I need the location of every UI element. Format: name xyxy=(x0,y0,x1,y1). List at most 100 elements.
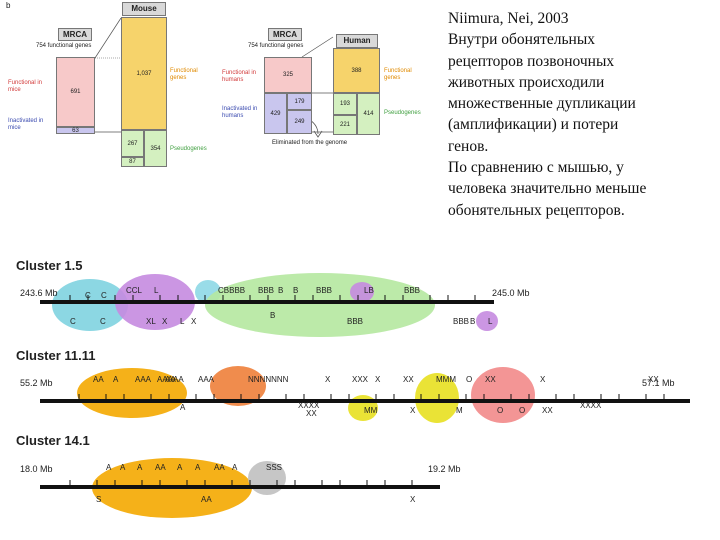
cluster-2-gene-label-bottom: XXXX xyxy=(580,401,602,410)
cluster-3-gene-label-top: AA xyxy=(155,463,166,472)
cluster-1-gene-label-bottom: XL xyxy=(146,317,156,326)
side-text-line: (амплификации) и потери xyxy=(448,116,619,134)
side-text-line: животных происходили xyxy=(448,73,605,91)
cluster-3-right-coordinate: 19.2 Mb xyxy=(428,464,461,474)
cluster-1-gene-label-top: BBB xyxy=(404,286,420,295)
human-inactivated-label: Inactivated in humans xyxy=(222,106,258,119)
cluster-2-gene-label-bottom: O xyxy=(519,406,525,415)
cluster-1-chromosome-line xyxy=(40,300,494,304)
mouse-mrca-subtitle: 754 functional genes xyxy=(36,43,92,49)
cluster-1-gene-label-bottom: BBB xyxy=(347,317,363,326)
mouse-pseudo-c: 87 xyxy=(121,157,144,167)
human-functional-label: Functional in humans xyxy=(222,70,257,83)
mouse-mrca-title: MRCA xyxy=(58,28,92,41)
mouse-functional-genes-label: Functional genes xyxy=(170,68,198,81)
cluster-1-gene-label-top: B xyxy=(293,286,298,295)
cluster-2-gene-label-top: X xyxy=(540,375,546,384)
cluster-1-gene-label-top: C xyxy=(101,291,107,300)
cluster-2-chromosome-line xyxy=(40,399,690,403)
cluster-2-gene-family-ellipse xyxy=(77,368,187,418)
cluster-2-gene-label-top: XX xyxy=(485,375,496,384)
cluster-2-gene-label-top: AA xyxy=(93,375,104,384)
cluster-3-gene-label-bottom: AA xyxy=(201,495,212,504)
human-pseudo-c: 221 xyxy=(333,115,357,135)
side-text-line: Niimura, Nei, 2003 xyxy=(448,10,569,27)
cluster-3-gene-label-top: SSS xyxy=(266,463,282,472)
human-inact-bottom: 249 xyxy=(287,110,312,134)
mouse-pseudogenes-label: Pseudogenes xyxy=(170,146,207,152)
human-inact-top: 179 xyxy=(287,93,312,110)
cluster-3-gene-label-top: A xyxy=(137,463,143,472)
side-text-block: Niimura, Nei, 2003 Внутри обонятельных р… xyxy=(448,8,716,221)
cluster-3-gene-label-top: AA xyxy=(214,463,225,472)
side-text-line: рецепторов позвоночных xyxy=(448,52,615,70)
cluster-2-gene-label-bottom: A xyxy=(180,403,186,412)
cluster-1-gene-label-bottom: L xyxy=(488,317,493,326)
mouse-pseudo-a: 267 xyxy=(121,130,144,157)
cluster-2-gene-label-top: XX xyxy=(648,375,659,384)
cluster-2-gene-label-top: AAAAA xyxy=(157,375,184,384)
cluster-1-right-coordinate: 245.0 Mb xyxy=(492,288,530,298)
cluster-3-chromosome-line xyxy=(40,485,440,489)
side-text-line: человека значительно меньше xyxy=(448,180,647,198)
side-text-line: Внутри обонятельных xyxy=(448,31,595,49)
cluster-2-gene-label-bottom: M xyxy=(456,406,463,415)
cluster-1-gene-family-ellipse xyxy=(476,311,498,331)
cluster-1-gene-label-top: B xyxy=(278,286,283,295)
cluster-2-gene-label-bottom: XXXX xyxy=(298,401,320,410)
cluster-2-title: Cluster 11.11 xyxy=(16,348,96,363)
mouse-species-functional: 1,037 xyxy=(121,17,167,130)
human-species-functional: 388 xyxy=(333,48,380,93)
mouse-connectors xyxy=(94,17,122,133)
human-pseudogenes-label: Pseudogenes xyxy=(384,110,421,116)
cluster-2-gene-family-ellipse xyxy=(471,367,535,423)
cluster-2-gene-label-top: XXX xyxy=(352,375,369,384)
cluster-2-gene-label-top: AAA xyxy=(135,375,152,384)
cluster-1-title: Cluster 1.5 xyxy=(16,258,82,273)
cluster-3-gene-label-top: A xyxy=(195,463,201,472)
cluster-1-gene-label-top: CBBBB xyxy=(218,286,245,295)
cluster-2-left-coordinate: 55.2 Mb xyxy=(20,378,53,388)
side-text-line: обонятельных рецепторов. xyxy=(448,201,625,219)
mouse-inactivated-label: Inactivated in mice xyxy=(8,118,44,131)
side-text-line: По сравнению с мышью, у xyxy=(448,159,624,177)
human-functional-genes-label: Functional genes xyxy=(384,68,412,81)
human-pseudo-b: 414 xyxy=(357,93,380,135)
cluster-2-gene-label-top: AA xyxy=(165,375,176,384)
cluster-1-gene-family-ellipse xyxy=(350,282,374,302)
mouse-mrca-inactivated: 63 xyxy=(56,127,95,134)
cluster-1-gene-family-ellipse xyxy=(52,279,128,331)
cluster-3-left-coordinate: 18.0 Mb xyxy=(20,464,53,474)
human-mrca-title: MRCA xyxy=(268,28,302,41)
cluster-1-gene-label-bottom: B xyxy=(470,317,475,326)
cluster-2-gene-label-top: NNNNNNN xyxy=(248,375,289,384)
cluster-2-gene-label-top: X xyxy=(325,375,331,384)
mouse-pseudo-b: 354 xyxy=(144,130,167,167)
mouse-species-title: Mouse xyxy=(122,2,166,16)
cluster-2-gene-label-top: AAA xyxy=(198,375,215,384)
side-text-line: генов. xyxy=(448,137,489,155)
cluster-3-gene-label-top: A xyxy=(177,463,183,472)
cluster-1-gene-label-bottom: C xyxy=(70,317,76,326)
cluster-2-gene-label-bottom: MM xyxy=(364,406,378,415)
human-mrca-inactivated: 429 xyxy=(264,93,287,134)
human-species-title: Human xyxy=(336,34,378,48)
panel-label: b xyxy=(6,1,11,10)
cluster-3-gene-label-bottom: S xyxy=(96,495,101,504)
cluster-1-gene-label-top: C xyxy=(85,291,91,300)
cluster-1-gene-label-bottom: BBB xyxy=(453,317,469,326)
mouse-functional-label: Functional in mice xyxy=(8,80,43,93)
cluster-1-gene-label-bottom: X xyxy=(162,317,168,326)
cluster-1-left-coordinate: 243.6 Mb xyxy=(20,288,58,298)
cluster-2-gene-label-bottom: X xyxy=(410,406,416,415)
cluster-2-gene-family-ellipse xyxy=(210,366,266,406)
cluster-3-gene-label-top: A xyxy=(232,463,238,472)
cluster-1-gene-label-bottom: B xyxy=(270,311,275,320)
human-eliminated-label: Eliminated from the genome xyxy=(272,140,348,146)
cluster-2-gene-label-bottom: XX xyxy=(542,406,553,415)
cluster-1-gene-label-top: LB xyxy=(364,286,374,295)
cluster-1-gene-family-ellipse xyxy=(205,273,435,337)
cluster-1-gene-label-bottom: L xyxy=(180,317,185,326)
cluster-2-gene-label-bottom: XX xyxy=(306,409,317,418)
